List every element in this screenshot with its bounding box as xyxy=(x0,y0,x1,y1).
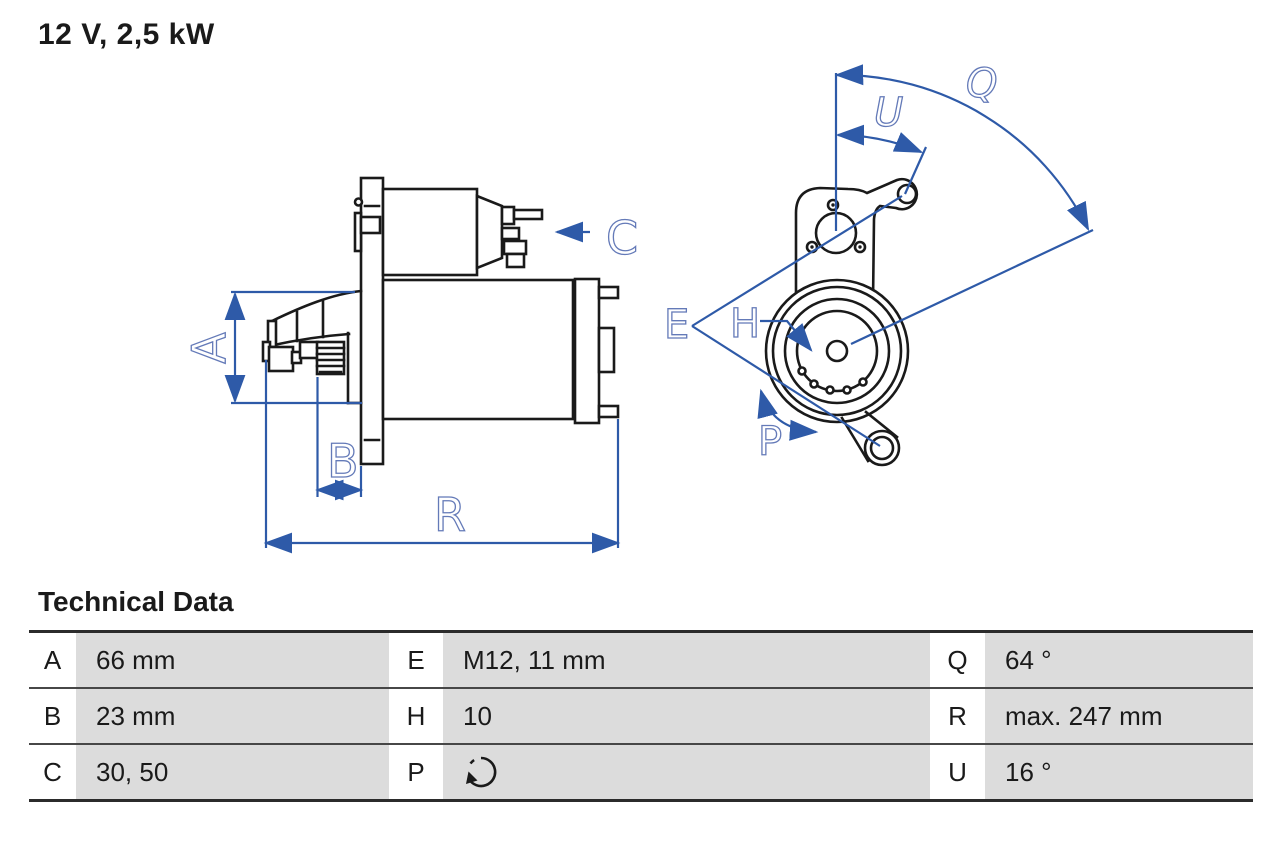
starter-side-view: A B R C xyxy=(181,176,639,554)
page-title: 12 V, 2,5 kW xyxy=(38,18,215,51)
label-b: B xyxy=(327,434,359,488)
cell-c-label: C xyxy=(29,745,76,799)
drive-housing-front xyxy=(764,278,910,424)
table-row: A 66 mm E M12, 11 mm Q 64 ° xyxy=(29,633,1253,687)
technical-drawing: A B R C xyxy=(181,60,1094,554)
label-e-lines: E xyxy=(663,195,903,447)
cell-p-label: P xyxy=(389,745,443,799)
cell-b-label: B xyxy=(29,689,76,743)
angle-u: U xyxy=(835,89,928,195)
label-p: P xyxy=(758,419,782,465)
cell-u-value: 16 ° xyxy=(985,745,1253,799)
cell-h-label: H xyxy=(389,689,443,743)
cell-r-value: max. 247 mm xyxy=(985,689,1253,743)
cell-e-label: E xyxy=(389,633,443,687)
cell-h-value: 10 xyxy=(443,689,930,743)
pinion-gear xyxy=(315,340,346,376)
technical-data-table: A 66 mm E M12, 11 mm Q 64 ° B 23 mm H 10… xyxy=(29,630,1253,802)
motor-body xyxy=(381,277,620,425)
starter-front-view: Q U E H P xyxy=(663,60,1094,467)
cell-c-value: 30, 50 xyxy=(76,745,389,799)
cell-e-value: M12, 11 mm xyxy=(443,633,930,687)
cell-q-value: 64 ° xyxy=(985,633,1253,687)
section-heading: Technical Data xyxy=(38,586,234,617)
dimension-b: B xyxy=(315,377,364,501)
table-row: C 30, 50 P U 16 ° xyxy=(29,743,1253,799)
mounting-lug-hole xyxy=(869,435,895,461)
label-r: R xyxy=(434,488,466,542)
label-c: C xyxy=(606,211,638,265)
dimension-r: R xyxy=(263,360,621,554)
label-h-arrow: H xyxy=(729,300,813,352)
cell-u-label: U xyxy=(930,745,985,799)
cell-p-value xyxy=(443,745,930,799)
label-q: Q xyxy=(966,61,997,107)
label-e: E xyxy=(664,302,689,348)
cell-a-label: A xyxy=(29,633,76,687)
rotation-p-arrow: P xyxy=(757,388,819,466)
cell-a-value: 66 mm xyxy=(76,633,389,687)
label-u: U xyxy=(874,90,903,136)
cell-r-label: R xyxy=(930,689,985,743)
solenoid xyxy=(381,187,544,277)
cell-q-label: Q xyxy=(930,633,985,687)
dimension-a: A xyxy=(181,290,362,405)
mounting-flange xyxy=(353,176,385,466)
table-row: B 23 mm H 10 R max. 247 mm xyxy=(29,687,1253,743)
label-a: A xyxy=(182,332,236,364)
rotation-ccw-icon xyxy=(466,756,497,788)
drive-end-housing xyxy=(261,289,363,405)
dimension-c-arrow: C xyxy=(554,210,639,266)
label-h: H xyxy=(730,301,760,347)
cell-b-value: 23 mm xyxy=(76,689,389,743)
